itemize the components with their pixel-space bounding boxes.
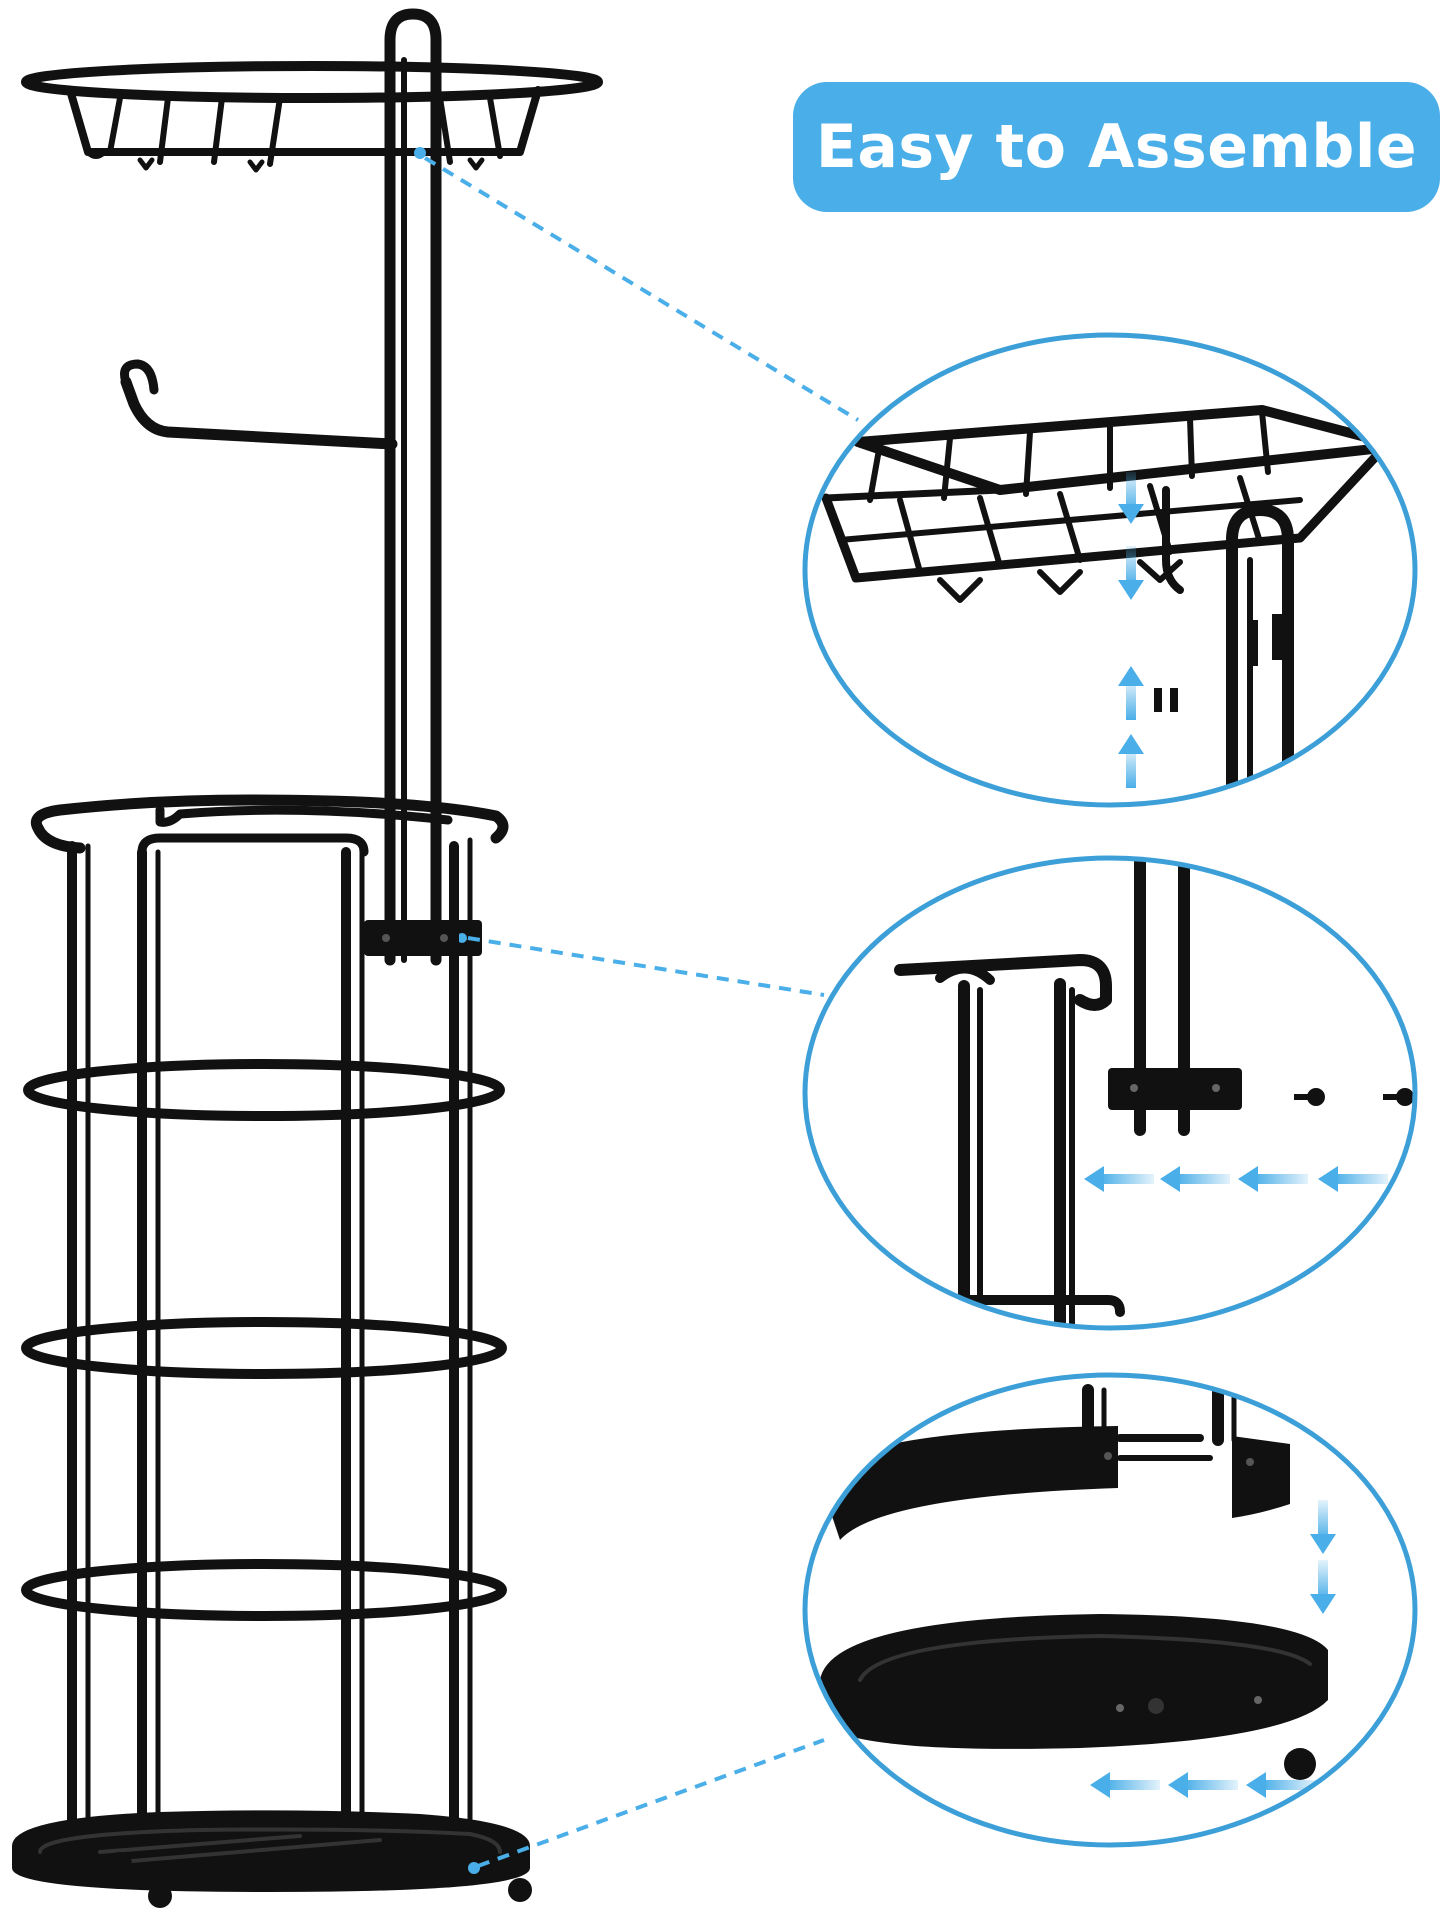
toilet-paper-stand — [12, 8, 603, 1908]
bracket-connection-dot — [457, 933, 467, 943]
round-base — [12, 1810, 532, 1908]
arrow-icon — [1118, 472, 1144, 788]
arrow-icon — [1084, 1166, 1388, 1192]
top-connection-dot — [414, 147, 426, 159]
guide-line-middle — [467, 936, 825, 997]
storage-cage — [21, 794, 509, 1845]
paper-holder-arm — [120, 359, 398, 450]
top-shelf-basket — [21, 61, 603, 173]
callout-basket-attach — [802, 332, 1418, 808]
headline-badge: Easy to Assemble — [793, 82, 1440, 212]
arrow-icon — [1090, 1500, 1336, 1798]
base-connection-dot — [468, 1862, 480, 1874]
guide-lines — [423, 156, 860, 1868]
callout-bracket-screws — [802, 855, 1418, 1331]
guide-line-top — [423, 156, 860, 422]
screw-icon — [1294, 1088, 1414, 1106]
callout-base-attach — [802, 1372, 1418, 1848]
headline-text: Easy to Assemble — [815, 112, 1418, 182]
